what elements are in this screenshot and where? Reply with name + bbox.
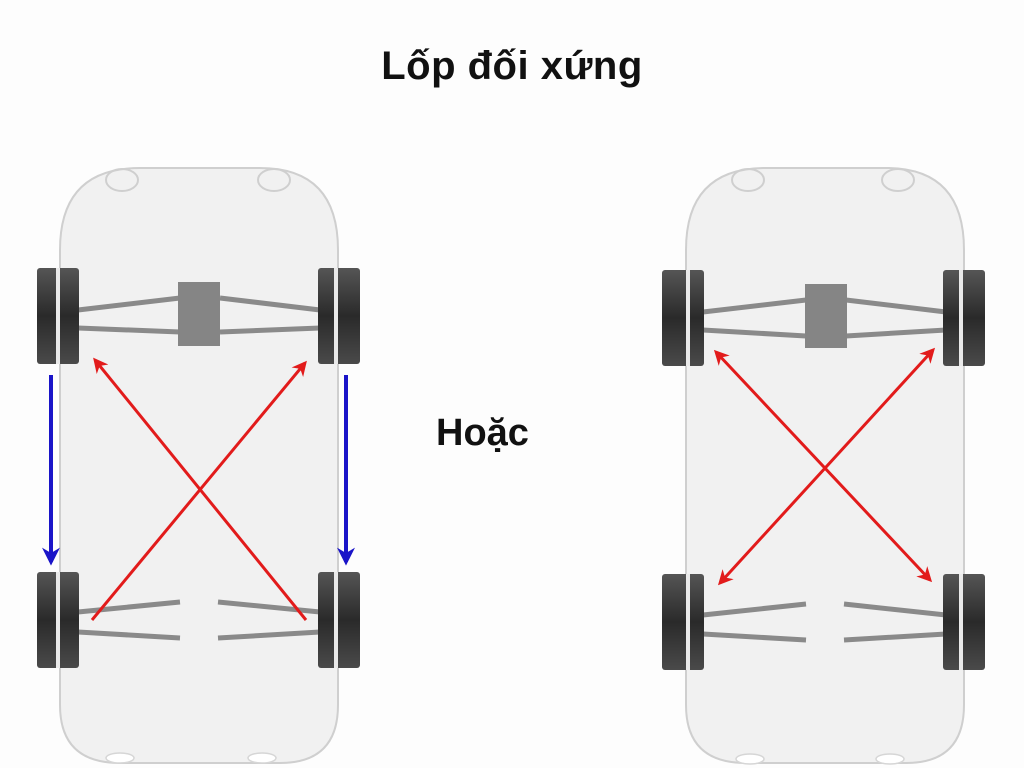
car-body-outline [59, 167, 339, 764]
tire-front-left [37, 268, 79, 364]
red-arrow-rear-right-to-front-left [93, 357, 308, 621]
headlight-icon [881, 168, 915, 192]
red-arrow-rear-left-to-front-right [90, 360, 307, 621]
diagram-title: Lốp đối xứng [381, 44, 643, 88]
rear-axle [702, 601, 947, 643]
car-diagram-left [37, 167, 360, 764]
tire-front-right [943, 270, 985, 366]
differential-block [178, 282, 220, 346]
tire-rear-left [37, 572, 79, 668]
tire-front-left [662, 270, 704, 366]
front-axle [77, 295, 321, 335]
car-diagram-right [662, 167, 985, 765]
tire-rear-left [662, 574, 704, 670]
red-arrow-front-right-rear-left-bidirectional [717, 347, 936, 586]
or-separator-label: Hoặc [436, 412, 529, 454]
headlight-icon [105, 168, 139, 192]
differential-block [805, 284, 847, 348]
taillight-icon [105, 752, 135, 764]
car-body-outline [685, 167, 965, 764]
taillight-icon [247, 752, 277, 764]
headlight-icon [257, 168, 291, 192]
tire-rear-right [943, 574, 985, 670]
rear-axle [77, 599, 321, 641]
tire-rear-right [318, 572, 360, 668]
headlight-icon [731, 168, 765, 192]
taillight-icon [875, 753, 905, 765]
tire-front-right [318, 268, 360, 364]
front-axle [702, 297, 947, 339]
taillight-icon [735, 753, 765, 765]
